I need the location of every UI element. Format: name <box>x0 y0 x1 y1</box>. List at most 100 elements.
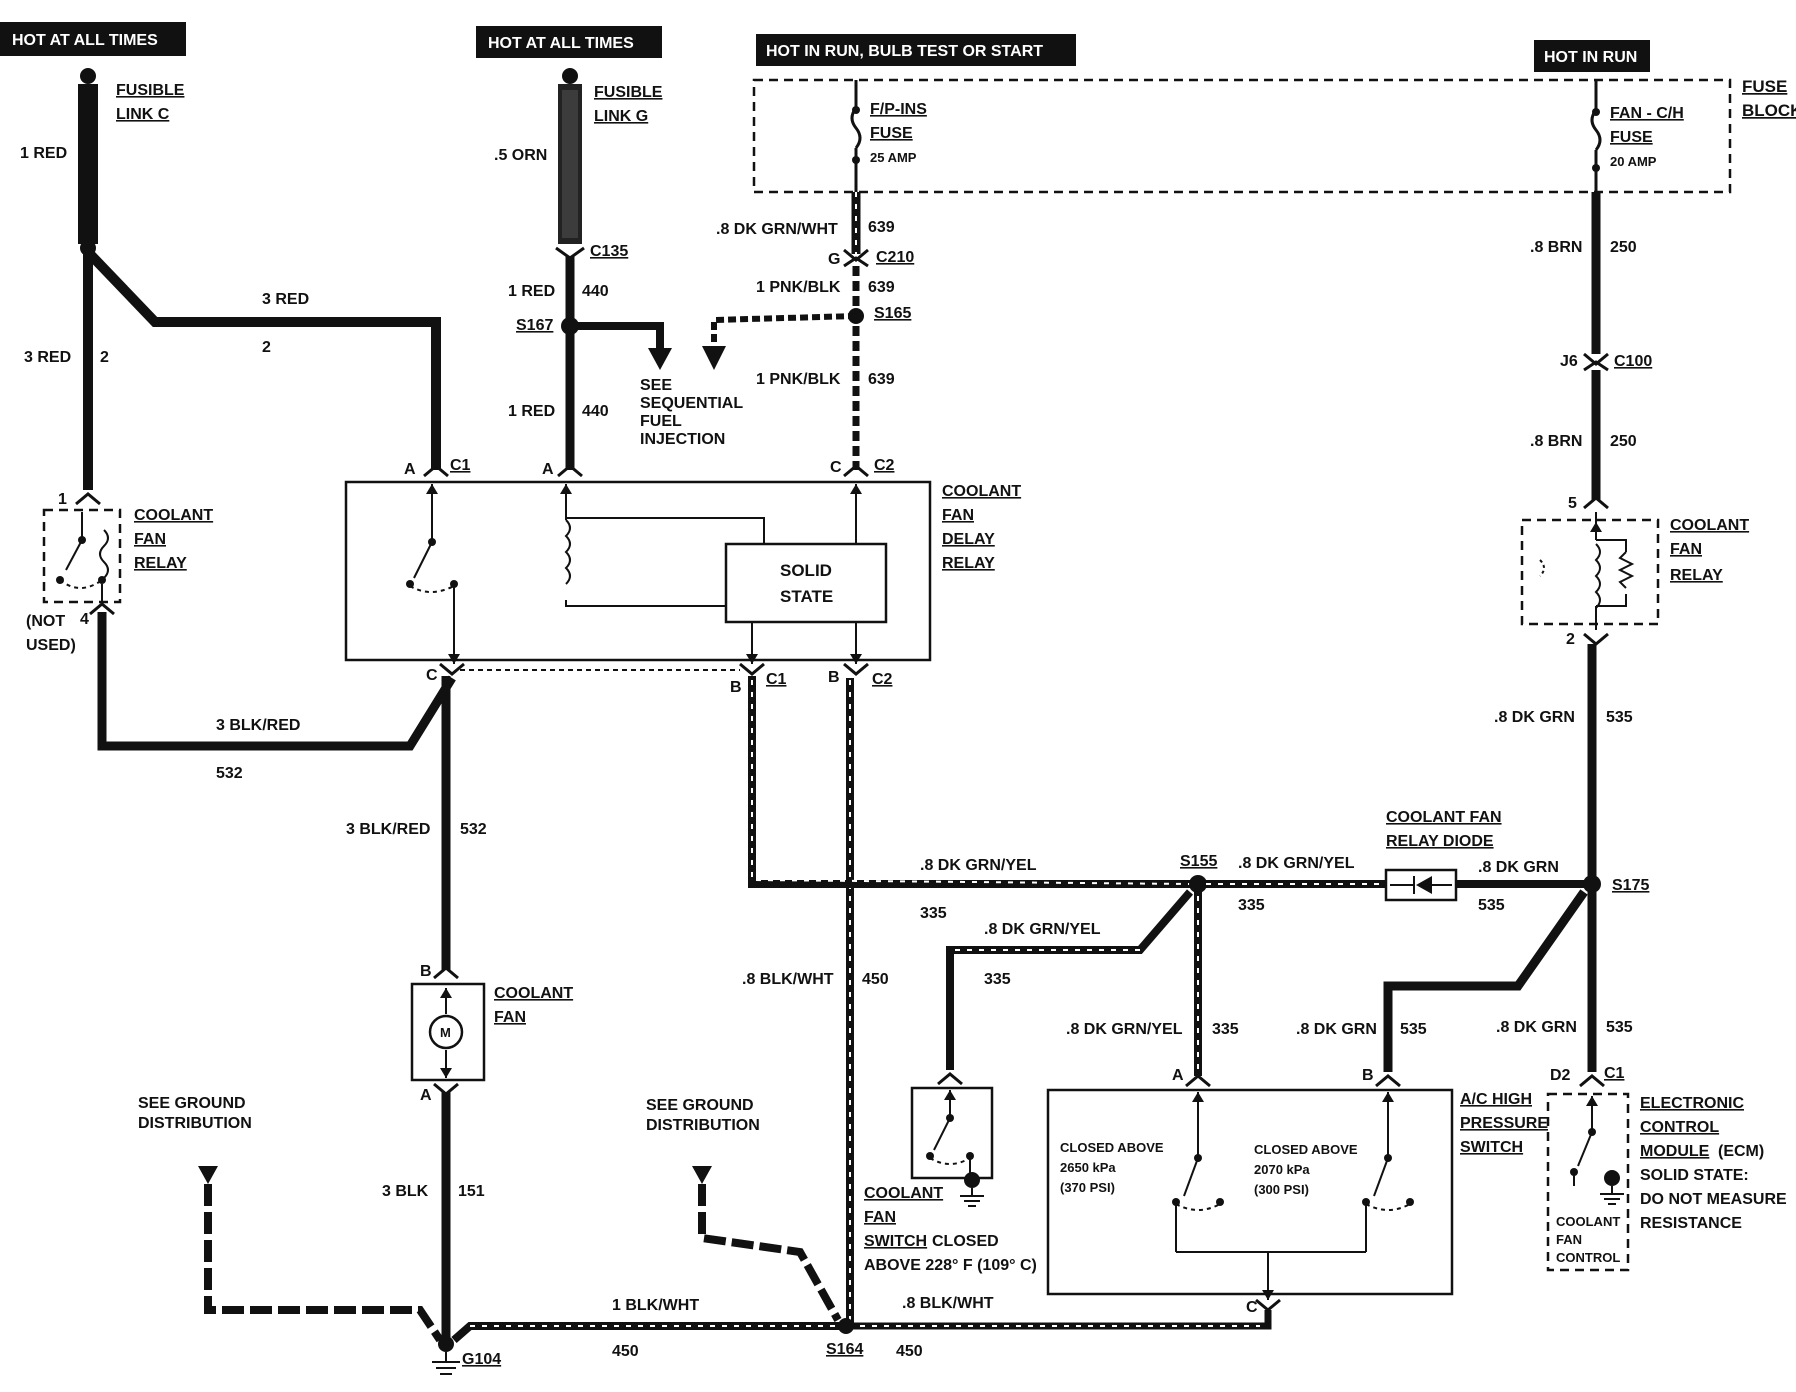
svg-text:5: 5 <box>1568 495 1577 512</box>
svg-text:A/C HIGH: A/C HIGH <box>1460 1091 1532 1108</box>
svg-text:450: 450 <box>862 971 889 988</box>
svg-text:USED): USED) <box>26 637 76 654</box>
svg-text:COOLANT: COOLANT <box>942 483 1021 500</box>
svg-text:1 RED: 1 RED <box>20 145 67 162</box>
svg-text:1 RED: 1 RED <box>508 403 555 420</box>
svg-text:639: 639 <box>868 279 895 296</box>
electronic-control-module: D2 C1 COOLANT FAN CONTROL ELECTRONIC CON… <box>1546 1065 1787 1272</box>
svg-text:C210: C210 <box>876 249 914 266</box>
svg-text:.8 DK GRN: .8 DK GRN <box>1296 1021 1377 1038</box>
svg-text:ELECTRONIC: ELECTRONIC <box>1640 1095 1744 1112</box>
svg-text:F/P-INS: F/P-INS <box>870 101 927 118</box>
wire-ground-dist-2 <box>698 1184 842 1322</box>
svg-text:25 AMP: 25 AMP <box>870 150 917 165</box>
svg-text:S164: S164 <box>826 1341 863 1358</box>
svg-text:C: C <box>1246 1299 1258 1316</box>
svg-text:SEE GROUND: SEE GROUND <box>138 1095 246 1112</box>
ground-g104 <box>432 1336 460 1375</box>
svg-text:COOLANT: COOLANT <box>1556 1214 1620 1229</box>
svg-text:SEE: SEE <box>640 377 672 394</box>
svg-text:535: 535 <box>1478 897 1505 914</box>
svg-text:3 RED: 3 RED <box>262 291 309 308</box>
svg-text:SOLID: SOLID <box>780 561 832 580</box>
svg-text:CONTROL: CONTROL <box>1640 1119 1719 1136</box>
svg-text:2: 2 <box>100 349 109 366</box>
svg-text:RELAY: RELAY <box>942 555 995 572</box>
fuse-block-outline <box>752 78 1732 194</box>
svg-text:440: 440 <box>582 403 609 420</box>
svg-text:C135: C135 <box>590 243 628 260</box>
svg-text:HOT AT ALL TIMES: HOT AT ALL TIMES <box>12 32 158 49</box>
svg-text:BLOCK: BLOCK <box>1742 101 1796 120</box>
svg-text:RESISTANCE: RESISTANCE <box>1640 1215 1742 1232</box>
svg-text:S175: S175 <box>1612 877 1649 894</box>
svg-text:335: 335 <box>984 971 1011 988</box>
svg-text:A: A <box>404 461 416 478</box>
svg-text:C1: C1 <box>450 457 471 474</box>
svg-text:SOLID STATE:: SOLID STATE: <box>1640 1167 1749 1184</box>
svg-text:.8 BLK/WHT: .8 BLK/WHT <box>902 1295 994 1312</box>
svg-text:440: 440 <box>582 283 609 300</box>
svg-text:3 RED: 3 RED <box>24 349 71 366</box>
svg-text:CLOSED ABOVE: CLOSED ABOVE <box>1254 1142 1358 1157</box>
hot-at-all-times-tag-1: HOT AT ALL TIMES <box>0 22 186 56</box>
svg-text:.8 DK GRN/YEL: .8 DK GRN/YEL <box>1238 855 1355 872</box>
svg-text:(300 PSI): (300 PSI) <box>1254 1182 1309 1197</box>
svg-text:COOLANT: COOLANT <box>864 1185 943 1202</box>
svg-text:FAN - C/H: FAN - C/H <box>1610 105 1684 122</box>
svg-text:MODULE: MODULE <box>1640 1143 1710 1160</box>
svg-text:.8 BLK/WHT: .8 BLK/WHT <box>742 971 834 988</box>
svg-text:.8 DK GRN: .8 DK GRN <box>1478 859 1559 876</box>
hot-in-run-bulb-tag: HOT IN RUN, BULB TEST OR START <box>756 34 1076 66</box>
svg-text:1 PNK/BLK: 1 PNK/BLK <box>756 371 841 388</box>
svg-text:C1: C1 <box>1604 1065 1625 1082</box>
fan-ch-fuse: FAN - C/H FUSE 20 AMP <box>1590 80 1684 192</box>
svg-text:RELAY: RELAY <box>1670 567 1723 584</box>
svg-text:DISTRIBUTION: DISTRIBUTION <box>646 1117 760 1134</box>
svg-text:COOLANT FAN: COOLANT FAN <box>1386 809 1502 826</box>
svg-text:SWITCH: SWITCH <box>1460 1139 1523 1156</box>
svg-text:B: B <box>1362 1067 1374 1084</box>
wire-ground-dist-1 <box>204 1184 444 1343</box>
svg-text:FAN: FAN <box>134 531 166 548</box>
svg-text:(ECM): (ECM) <box>1718 1143 1764 1160</box>
svg-text:1 PNK/BLK: 1 PNK/BLK <box>756 279 841 296</box>
svg-text:1: 1 <box>58 491 67 508</box>
svg-text:C100: C100 <box>1614 353 1652 370</box>
svg-text:D2: D2 <box>1550 1067 1571 1084</box>
svg-text:151: 151 <box>458 1183 485 1200</box>
svg-text:J6: J6 <box>1560 353 1578 370</box>
svg-text:2: 2 <box>262 339 271 356</box>
connector-c100 <box>1583 352 1609 372</box>
svg-text:2: 2 <box>1566 631 1575 648</box>
svg-text:535: 535 <box>1606 1019 1633 1036</box>
svg-text:HOT AT ALL TIMES: HOT AT ALL TIMES <box>488 35 634 52</box>
fuse-block-label: FUSE <box>1742 77 1787 96</box>
svg-text:639: 639 <box>868 219 895 236</box>
coolant-fan-relay-right: 5 2 COOLANT FAN RELAY <box>1520 495 1749 648</box>
svg-text:535: 535 <box>1606 709 1633 726</box>
svg-text:FAN: FAN <box>942 507 974 524</box>
svg-text:.8 DK GRN: .8 DK GRN <box>1494 709 1575 726</box>
svg-text:HOT IN RUN: HOT IN RUN <box>1544 49 1637 66</box>
svg-text:A: A <box>420 1087 432 1104</box>
svg-text:639: 639 <box>868 371 895 388</box>
svg-text:(370 PSI): (370 PSI) <box>1060 1180 1115 1195</box>
svg-text:RELAY DIODE: RELAY DIODE <box>1386 833 1494 850</box>
wire-450-1blkwht <box>451 1322 846 1344</box>
svg-text:CLOSED ABOVE: CLOSED ABOVE <box>1060 1140 1164 1155</box>
svg-text:532: 532 <box>216 765 243 782</box>
svg-text:450: 450 <box>896 1343 923 1360</box>
svg-text:B: B <box>828 669 840 686</box>
svg-text:.8 DK GRN/WHT: .8 DK GRN/WHT <box>716 221 838 238</box>
svg-text:FUSIBLE: FUSIBLE <box>116 82 185 99</box>
svg-text:LINK C: LINK C <box>116 106 170 123</box>
svg-text:535: 535 <box>1400 1021 1427 1038</box>
svg-text:DISTRIBUTION: DISTRIBUTION <box>138 1115 252 1132</box>
svg-text:335: 335 <box>1212 1021 1239 1038</box>
svg-text:ABOVE 228° F (109° C): ABOVE 228° F (109° C) <box>864 1257 1037 1274</box>
svg-text:2070 kPa: 2070 kPa <box>1254 1162 1310 1177</box>
svg-text:FAN: FAN <box>1556 1232 1582 1247</box>
svg-text:S155: S155 <box>1180 853 1217 870</box>
svg-text:S167: S167 <box>516 317 553 334</box>
